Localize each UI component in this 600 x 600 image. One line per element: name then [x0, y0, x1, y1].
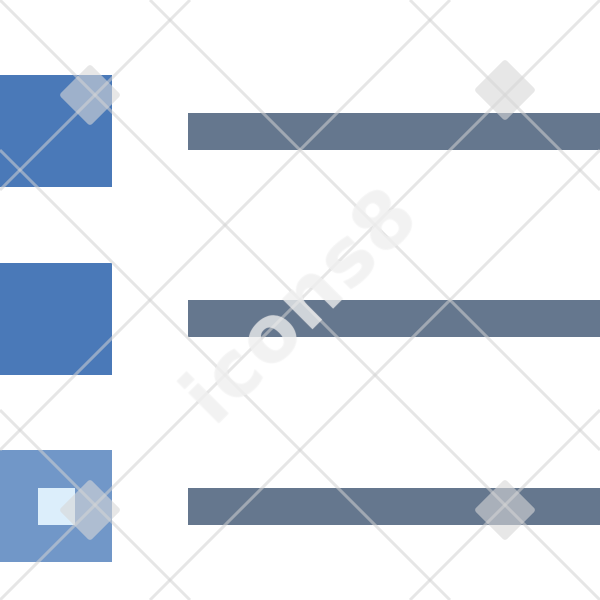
list-bullet-square-1 [0, 75, 112, 187]
list-bullet-square-2 [0, 263, 112, 375]
list-bullet-inner-square [38, 488, 75, 525]
list-line-bar-1 [188, 113, 600, 150]
list-line-bar-3 [188, 488, 600, 525]
list-bullet-square-3-selected [0, 450, 112, 562]
